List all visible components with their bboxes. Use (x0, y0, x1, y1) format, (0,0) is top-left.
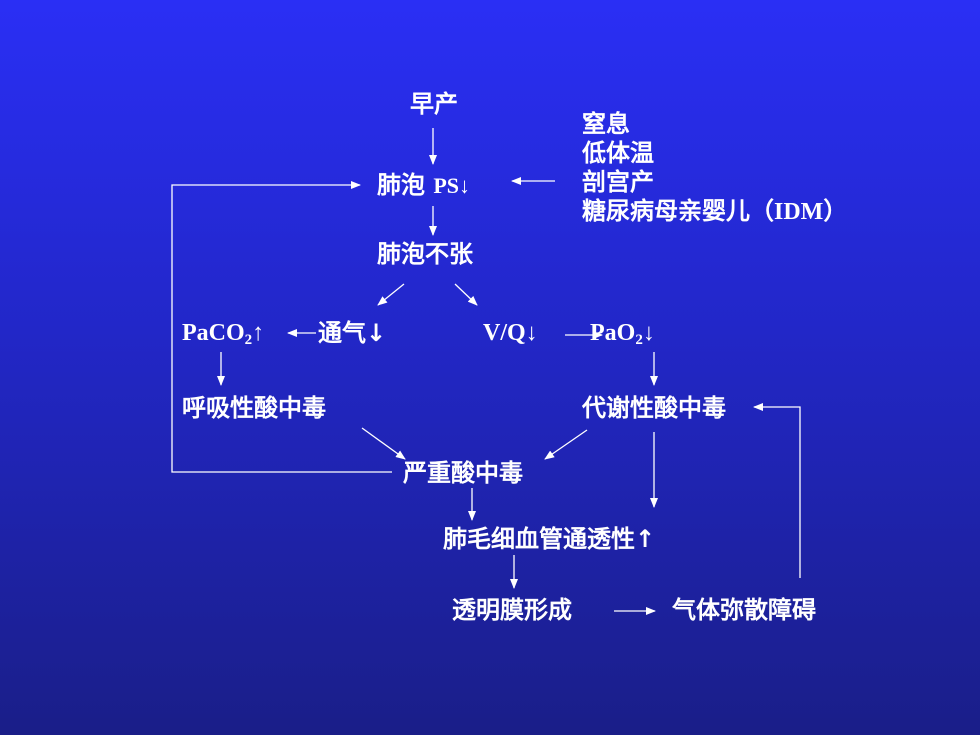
alveolar-label: 肺泡 (377, 171, 425, 199)
cause-hypothermia: 低体温 (582, 139, 654, 167)
loop-diffusion-to-metab (753, 403, 801, 578)
paco2-label: PaCO (182, 320, 245, 346)
node-alveolar-ps: 肺泡 PS↓ (377, 173, 470, 197)
arrow-metab-to-severe (544, 429, 588, 460)
node-ventilation: 通气↓ (318, 319, 387, 347)
node-vq: V/Q↓ (483, 320, 538, 346)
idm-prefix: 糖尿病母亲婴儿（ (582, 197, 774, 225)
cause-idm: 糖尿病母亲婴儿（IDM） (582, 199, 847, 224)
node-hyaline: 透明膜形成 (452, 596, 572, 624)
node-capillary: 肺毛细血管通透性↑ (443, 525, 656, 553)
cause-cesarean: 剖宫产 (582, 168, 654, 196)
pao2-label: PaO (590, 320, 636, 346)
pao2-arrow: ↓ (642, 320, 655, 346)
ps-label: PS↓ (433, 173, 471, 198)
paco2-arrow: ↑ (252, 320, 265, 346)
arrow-atelectasis-to-ventilation (377, 283, 405, 306)
node-premature: 早产 (410, 90, 458, 118)
node-diffusion: 气体弥散障碍 (672, 596, 816, 624)
idm-suffix: ） (823, 197, 848, 225)
arrow-resp-to-severe (361, 427, 406, 460)
node-metab-acidosis: 代谢性酸中毒 (582, 394, 726, 422)
cause-asphyxia: 窒息 (582, 110, 630, 138)
node-paco2: PaCO2↑ (182, 321, 264, 348)
node-pao2: PaO2↓ (590, 321, 655, 348)
pao2-subscript: 2 (635, 332, 643, 348)
node-resp-acidosis: 呼吸性酸中毒 (182, 394, 326, 422)
paco2-subscript: 2 (244, 332, 253, 348)
node-severe-acidosis: 严重酸中毒 (403, 459, 523, 487)
arrow-atelectasis-to-vq (454, 283, 478, 306)
node-atelectasis: 肺泡不张 (377, 240, 473, 268)
idm-abbr: IDM (774, 199, 824, 225)
node-causes: 窒息 低体温 剖宫产 糖尿病母亲婴儿（IDM） (582, 112, 847, 229)
loop-severe-to-ps (171, 181, 392, 473)
